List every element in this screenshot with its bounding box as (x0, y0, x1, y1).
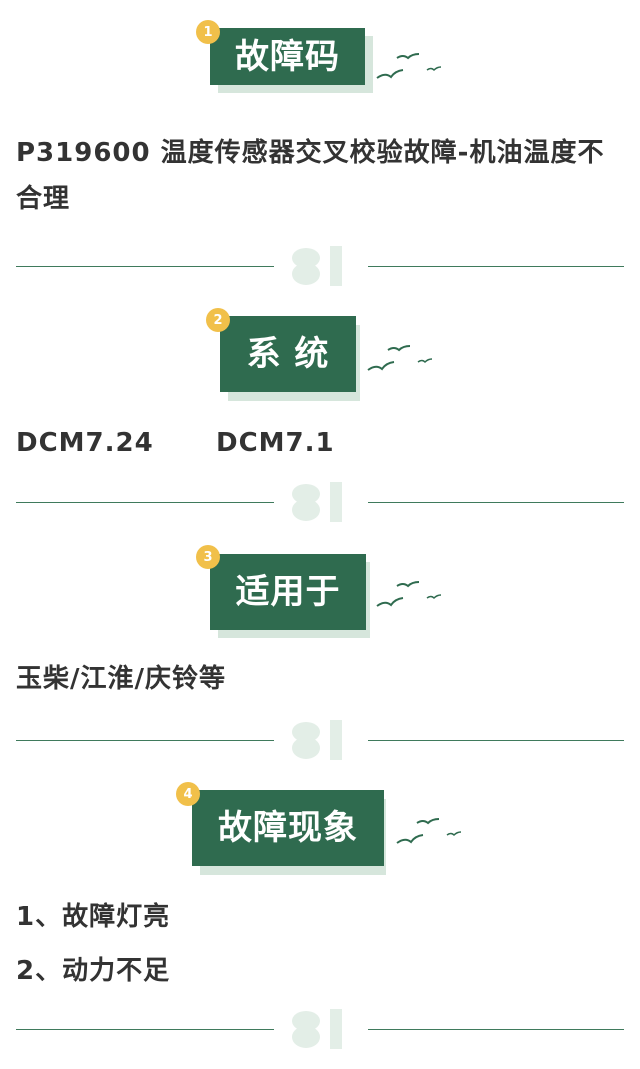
birds-icon (376, 581, 442, 607)
section-number-badge: 4 (176, 782, 200, 806)
system-item: DCM7.24 (16, 428, 154, 458)
symptom-item: 2、动力不足 (16, 956, 171, 986)
divider-ornament-icon (292, 720, 342, 760)
fault-code-text: P319600 温度传感器交叉校验故障-机油温度不合理 (16, 138, 605, 214)
section-title: 故障码 (210, 28, 365, 85)
symptom-list: 1、故障灯亮 2、动力不足 (16, 894, 626, 994)
system-item: DCM7.1 (216, 428, 335, 458)
birds-icon (396, 818, 462, 844)
section-number-badge: 2 (206, 308, 230, 332)
section-divider (16, 482, 624, 522)
applicable-text: 玉柴/江淮/庆铃等 (16, 664, 226, 694)
divider-ornament-icon (292, 1009, 342, 1049)
section-title: 适用于 (210, 554, 366, 630)
symptom-item: 1、故障灯亮 (16, 902, 171, 932)
section-title: 故障现象 (192, 790, 384, 866)
section-divider (16, 246, 624, 286)
divider-ornament-icon (292, 246, 342, 286)
section-title: 系 统 (220, 316, 356, 392)
divider-ornament-icon (292, 482, 342, 522)
birds-icon (367, 345, 433, 371)
system-list: DCM7.24 DCM7.1 (16, 420, 626, 466)
section-number-badge: 1 (196, 20, 220, 44)
birds-icon (376, 53, 442, 79)
section-divider (16, 1009, 624, 1049)
section-number-badge: 3 (196, 545, 220, 569)
section-divider (16, 720, 624, 760)
